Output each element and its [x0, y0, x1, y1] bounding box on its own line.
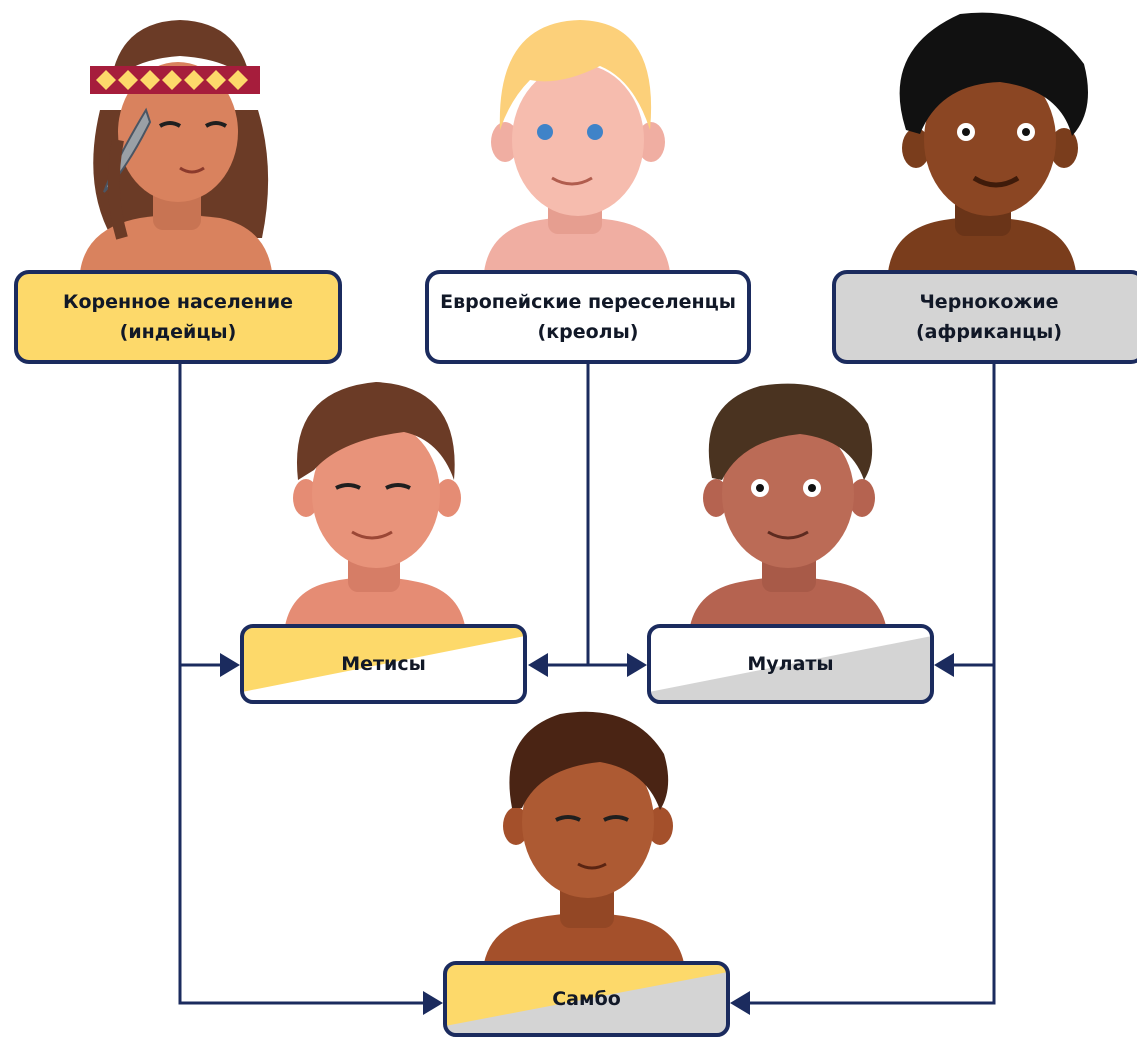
hair-top — [110, 20, 252, 90]
arrowhead-mulattoes-left — [627, 653, 647, 677]
mouth — [972, 175, 1020, 188]
person-mulattoes — [690, 383, 886, 626]
shoulders — [80, 215, 272, 272]
person-creoles — [484, 20, 670, 272]
shoulders — [484, 217, 670, 272]
face — [312, 420, 440, 568]
ear-right — [1050, 128, 1078, 168]
eye-left — [537, 124, 553, 140]
hair — [708, 383, 873, 480]
shoulders — [690, 577, 886, 626]
headband-diamonds — [96, 70, 248, 90]
arrowhead-zambos-right — [730, 991, 750, 1015]
arrowheads — [220, 653, 954, 1015]
mouth — [179, 166, 205, 174]
hair — [899, 12, 1088, 137]
eye-right — [587, 124, 603, 140]
ear-right — [849, 479, 875, 517]
eye-right — [603, 815, 629, 822]
person-zambos — [484, 711, 684, 963]
box-zambos — [443, 961, 730, 1037]
arrowhead-mestizos-right — [528, 653, 548, 677]
box-indians — [14, 270, 342, 364]
hair — [499, 20, 652, 130]
box-mestizos — [240, 624, 527, 704]
ear-left — [491, 122, 519, 162]
person-indians — [80, 20, 272, 272]
connector-lines — [178, 362, 996, 1005]
shoulders — [888, 217, 1076, 272]
hair — [296, 382, 455, 480]
mouth — [767, 530, 809, 540]
line-africans-to-zambos — [744, 362, 996, 1005]
box-africans — [832, 270, 1137, 364]
braid — [107, 138, 128, 240]
shoulders — [285, 577, 465, 626]
face — [512, 64, 644, 216]
eye-left — [158, 121, 182, 128]
ear-right — [637, 122, 665, 162]
eye-right — [385, 483, 411, 490]
box-mulattoes — [647, 624, 934, 704]
ear-left — [902, 128, 930, 168]
face — [118, 62, 238, 202]
arrowhead-zambos-left — [423, 991, 443, 1015]
shoulders — [484, 913, 684, 963]
face — [522, 746, 654, 898]
mouth — [577, 862, 607, 870]
eye-left — [555, 815, 581, 822]
line-indians-to-zambos — [178, 362, 432, 1005]
hair — [509, 711, 669, 810]
arrowhead-mestizos-left — [220, 653, 240, 677]
mouth — [551, 176, 593, 186]
person-africans — [888, 12, 1088, 272]
mouth — [351, 530, 393, 540]
ear-right — [435, 479, 461, 517]
person-mestizos — [285, 382, 465, 626]
face — [924, 64, 1056, 216]
eye-left — [335, 483, 361, 490]
arrowhead-mulattoes-right — [934, 653, 954, 677]
face — [722, 420, 854, 568]
eye-right — [204, 121, 228, 128]
box-creoles — [425, 270, 751, 364]
